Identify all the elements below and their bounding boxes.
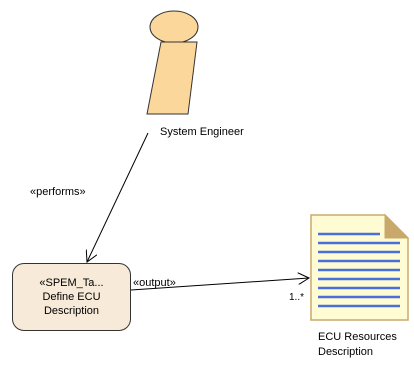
role-figure[interactable] xyxy=(146,10,199,115)
task-name-line1: Define ECU xyxy=(42,291,101,303)
task-name-line2: Description xyxy=(43,305,100,317)
role-body xyxy=(146,41,198,115)
output-connector[interactable] xyxy=(130,278,309,291)
artifact-name-line2: Description xyxy=(318,346,374,358)
artifact-page xyxy=(310,214,409,321)
performs-connector[interactable] xyxy=(87,132,149,262)
performs-label: «performs» xyxy=(30,186,86,198)
artifact-name-line1: ECU Resources xyxy=(318,331,397,343)
role-head xyxy=(149,10,199,44)
task-node[interactable]: «SPEM_Ta... Define ECU Description xyxy=(12,263,131,331)
artifact-fold xyxy=(384,213,410,239)
output-label: «output» xyxy=(133,277,176,289)
multiplicity-label: 1..* xyxy=(289,292,305,303)
task-stereotype: «SPEM_Ta... xyxy=(39,277,104,289)
artifact-document[interactable] xyxy=(310,213,410,321)
role-name-label: System Engineer xyxy=(160,126,244,138)
artifact-text-lines xyxy=(318,232,400,308)
